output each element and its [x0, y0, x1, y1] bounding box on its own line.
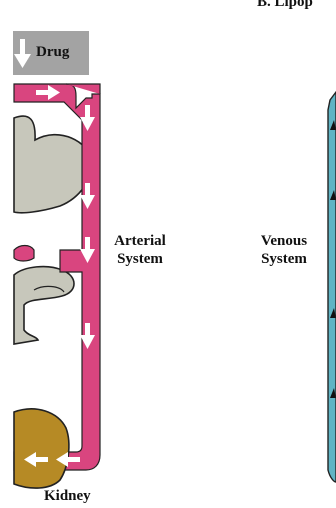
- venous-label-line1: Venous: [248, 232, 320, 250]
- venous-vessel: [328, 92, 336, 482]
- kidney-organ: [14, 409, 69, 488]
- stomach-organ: [14, 116, 92, 213]
- arterial-system-label: Arterial System: [100, 232, 180, 268]
- drug-input-arrow-icon: [14, 39, 31, 68]
- kidney-label: Kidney: [44, 488, 91, 505]
- drug-label: Drug: [36, 44, 69, 61]
- venous-label-line2: System: [248, 250, 320, 268]
- arterial-label-line1: Arterial: [100, 232, 180, 250]
- venous-system-label: Venous System: [248, 232, 320, 268]
- arterial-label-line2: System: [100, 250, 180, 268]
